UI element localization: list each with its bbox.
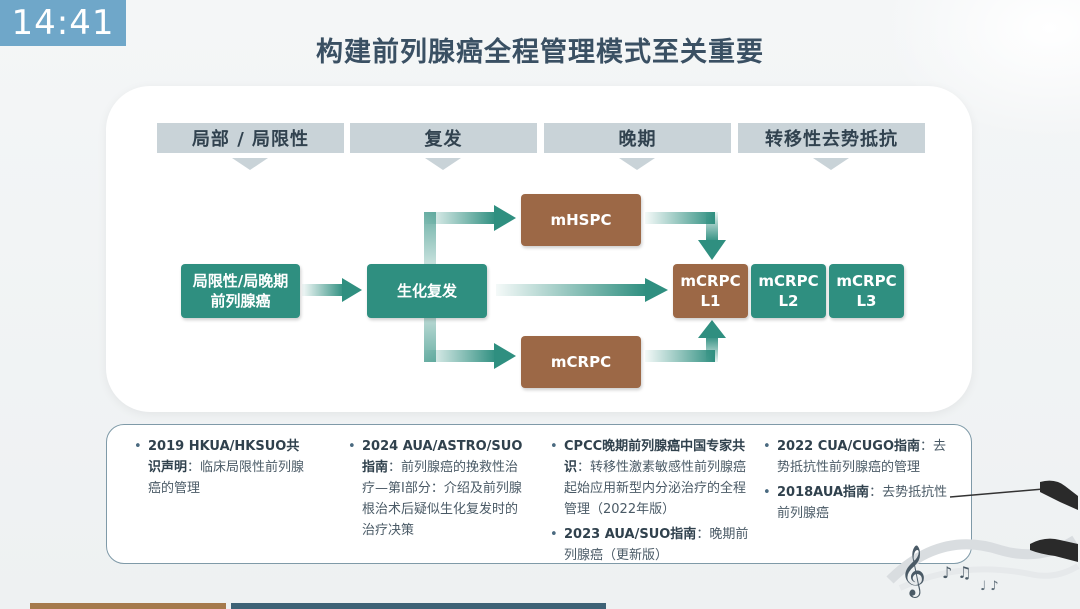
note-column-4: 2022 CUA/CUGO指南：去势抵抗性前列腺癌的管理 2018AUA指南：去… xyxy=(763,436,959,528)
arrow-head xyxy=(698,320,726,338)
arrow-shaft xyxy=(706,336,718,362)
note-item: CPCC晚期前列腺癌中国专家共识：转移性激素敏感性前列腺癌起始应用新型内分泌治疗… xyxy=(550,436,750,520)
phase-down-arrow xyxy=(232,158,268,170)
box-mcrpc: mCRPC xyxy=(521,336,641,388)
arrow-shaft xyxy=(645,212,715,224)
footer-bar-blue xyxy=(231,603,606,609)
arrow-shaft xyxy=(302,284,344,296)
box-localized: 局限性/局晚期前列腺癌 xyxy=(181,264,300,318)
phase-advanced: 晚期 xyxy=(544,123,731,153)
note-item: 2024 AUA/ASTRO/SUO指南：前列腺癌的挽救性治疗—第I部分：介绍及… xyxy=(348,436,524,541)
clock: 14:41 xyxy=(0,0,126,46)
phase-down-arrow xyxy=(425,158,461,170)
page-title: 构建前列腺癌全程管理模式至关重要 xyxy=(316,37,764,68)
arrow-shaft xyxy=(424,350,496,362)
svg-text:♩ ♪: ♩ ♪ xyxy=(980,579,999,594)
phase-crpc: 转移性去势抵抗 xyxy=(738,123,925,153)
arrow-head xyxy=(494,343,516,369)
arrow-shaft xyxy=(424,212,496,224)
note-item: 2019 HKUA/HKSUO共识声明：临床局限性前列腺癌的管理 xyxy=(134,436,306,499)
phase-local: 局部 / 局限性 xyxy=(157,123,344,153)
box-mhspc: mHSPC xyxy=(521,194,641,246)
arrow-shaft xyxy=(706,212,718,242)
arrow-shaft xyxy=(645,350,715,362)
note-column-1: 2019 HKUA/HKSUO共识声明：临床局限性前列腺癌的管理 xyxy=(134,436,306,503)
footer-bar-brown xyxy=(30,603,226,609)
phase-down-arrow xyxy=(619,158,655,170)
note-item: 2023 AUA/SUO指南：晚期前列腺癌（更新版） xyxy=(550,524,750,566)
phase-down-arrow xyxy=(813,158,849,170)
arrow-head xyxy=(342,278,362,302)
note-column-2: 2024 AUA/ASTRO/SUO指南：前列腺癌的挽救性治疗—第I部分：介绍及… xyxy=(348,436,524,545)
svg-text:♪ ♫: ♪ ♫ xyxy=(942,563,972,582)
conductor-music-icon: 𝄞 ♪ ♫ ♩ ♪ xyxy=(886,480,1080,598)
box-biochemical-recurrence: 生化复发 xyxy=(367,264,487,318)
arrow-head xyxy=(698,240,726,260)
note-column-3: CPCC晚期前列腺癌中国专家共识：转移性激素敏感性前列腺癌起始应用新型内分泌治疗… xyxy=(550,436,750,570)
arrow-head xyxy=(494,205,516,231)
svg-text:𝄞: 𝄞 xyxy=(900,545,926,598)
phase-recurrence: 复发 xyxy=(350,123,537,153)
note-item: 2022 CUA/CUGO指南：去势抵抗性前列腺癌的管理 xyxy=(763,436,959,478)
arrow-shaft xyxy=(496,284,646,296)
note-item: 2018AUA指南：去势抵抗性前列腺癌 xyxy=(763,482,959,524)
arrow-head xyxy=(645,278,668,302)
